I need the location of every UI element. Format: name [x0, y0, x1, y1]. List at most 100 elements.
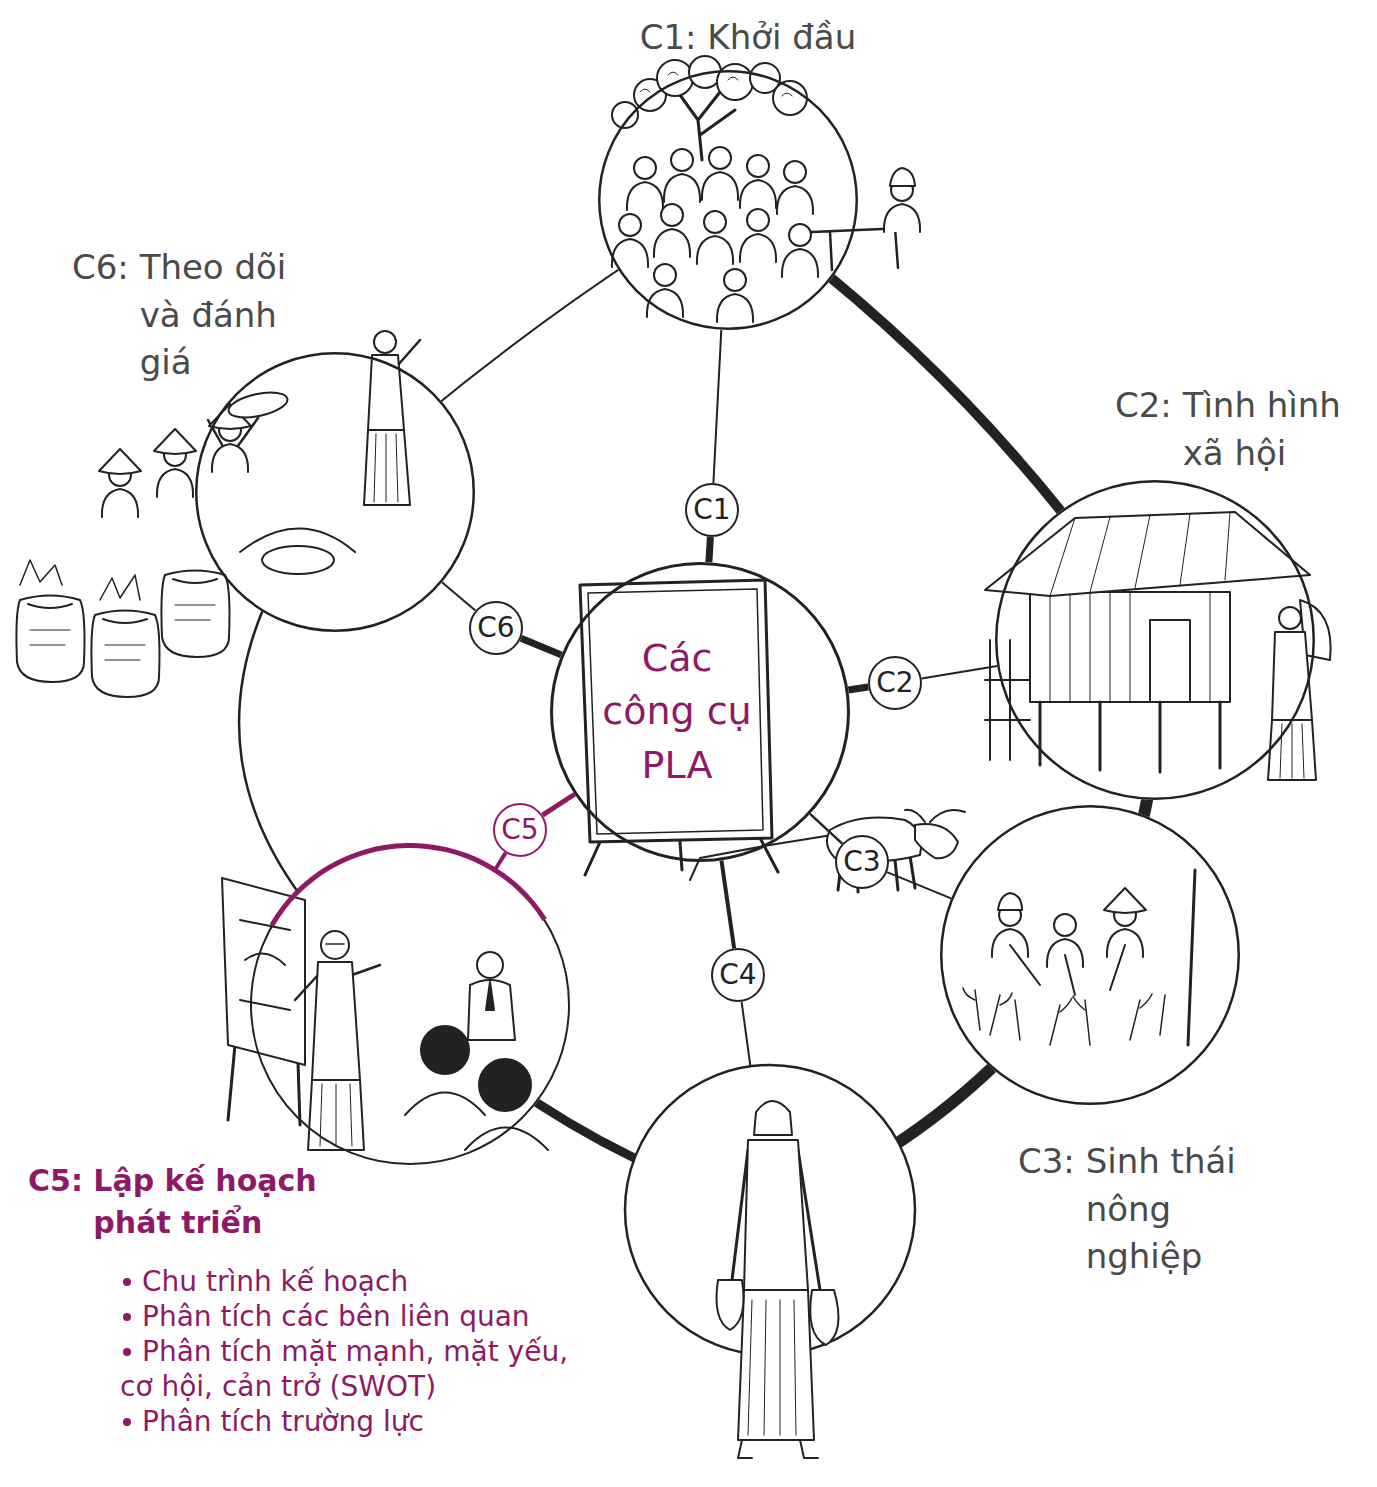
farmers-sketch [1010, 945, 1125, 995]
bullet-item: Phân tích mặt mạnh, mặt yếu, cơ hội, cản… [120, 1334, 600, 1404]
chapter-circle-outline [599, 71, 857, 329]
harvest-sketch [91, 611, 159, 698]
meeting-sketch [740, 209, 776, 262]
village-house-sketch [1150, 620, 1190, 702]
spoke-connector [887, 872, 951, 898]
harvest-sketch [364, 430, 410, 505]
presentation-sketch [421, 1026, 469, 1074]
meeting-sketch [612, 56, 920, 322]
spoke-connector [713, 330, 721, 483]
chapter-circle-outline [995, 480, 1315, 800]
farmers-sketch [998, 893, 1022, 910]
presentation-sketch [222, 878, 548, 1150]
meeting-sketch [717, 269, 753, 322]
chapter-circle-outline [940, 805, 1240, 1105]
chapter-circle-outline [196, 353, 474, 631]
presentation-sketch [479, 1059, 531, 1111]
meeting-sketch [777, 161, 813, 214]
buffalo-sketch [905, 810, 965, 822]
harvest-sketch [374, 331, 396, 353]
market-woman-sketch [738, 1290, 814, 1440]
presentation-sketch [321, 931, 349, 959]
buffalo-sketch [915, 824, 958, 858]
spoke-connector [709, 537, 711, 562]
market-woman-sketch [717, 1101, 839, 1458]
chapter-heading: C6: Theo dõi và đánh giá [72, 244, 312, 387]
presentation-sketch [312, 962, 360, 1080]
spoke-connector [442, 582, 475, 610]
chapter-circle: C1: Khởi đầu [598, 70, 858, 330]
presentation-sketch [222, 878, 305, 1065]
village-house-sketch [1050, 592, 1210, 702]
chapter-circle-outline [941, 806, 1239, 1104]
chapter-heading: C5: Lập kế hoạch phát triển [28, 1160, 358, 1244]
harvest-sketch [154, 429, 196, 454]
chapter-badge-outline [470, 602, 522, 654]
chapter-heading: C2: Tình hình xã hội [1115, 382, 1365, 477]
harvest-sketch [161, 571, 229, 658]
spoke-connector [543, 794, 575, 815]
market-woman-sketch [748, 1300, 796, 1435]
chapter-circle: C2: Tình hình xã hội [995, 480, 1315, 800]
chapter-circle: C5: Lập kế hoạch phát triểnChu trình kế … [250, 845, 570, 1165]
spoke-line [742, 1002, 751, 1067]
village-house-sketch [985, 512, 1310, 596]
chapter-badge: C5 [493, 803, 547, 857]
presentation-sketch [405, 1093, 485, 1116]
harvest-sketch [368, 355, 404, 430]
bullet-dot [123, 1348, 131, 1356]
bullet-item: Phân tích trường lực [120, 1404, 600, 1439]
harvest-sketch [398, 340, 420, 365]
bullet-dot [123, 1418, 131, 1426]
meeting-sketch [717, 64, 753, 100]
presentation-sketch [468, 980, 515, 1040]
meeting-sketch [627, 157, 663, 210]
village-house-sketch [1030, 592, 1230, 702]
village-house-sketch [1050, 513, 1230, 596]
buffalo-sketch [690, 835, 832, 880]
circle-ground [550, 562, 850, 862]
hub-title: Các công cụ PLA [597, 632, 757, 792]
market-woman-sketch [744, 1140, 808, 1290]
chapter-circle: C6: Theo dõi và đánh giá [195, 352, 475, 632]
farmers-sketch [963, 988, 1152, 1012]
harvest-sketch [262, 546, 334, 574]
meeting-sketch [740, 155, 776, 208]
bullet-item: Chu trình kế hoạch [120, 1264, 600, 1299]
chapter-circle-outline [598, 70, 858, 330]
chapter-badge-outline [494, 804, 546, 856]
farmers-sketch [1188, 870, 1195, 1045]
harvest-sketch [374, 434, 398, 502]
chapter-circle-outline [195, 352, 475, 632]
village-house-sketch [1279, 607, 1301, 629]
chapter-badge: C6 [469, 601, 523, 655]
badge-label: C4 [719, 955, 756, 994]
chapter-heading: C3: Sinh thái nông nghiệp [1018, 1138, 1278, 1281]
bullet-item: Phân tích các bên liên quan [120, 1299, 600, 1334]
meeting-sketch [812, 228, 905, 270]
spoke-connector [721, 860, 734, 948]
buffalo-sketch [690, 810, 965, 892]
easel-sketch [580, 580, 772, 842]
presentation-sketch [320, 1084, 352, 1146]
spoke-connector [922, 666, 998, 678]
badge-label: C1 [693, 490, 730, 529]
farmers-sketch [963, 870, 1195, 1045]
harvest-sketch [20, 560, 140, 600]
village-house-sketch [1268, 720, 1316, 780]
hub-circle-outline [552, 564, 849, 861]
meeting-sketch [654, 204, 690, 257]
farmers-sketch [1104, 888, 1146, 913]
market-woman-sketch [810, 1290, 838, 1345]
circle-ground [195, 70, 1315, 1355]
harvest-sketch [226, 388, 289, 422]
connector-layer [442, 330, 997, 948]
meeting-sketch [890, 168, 915, 186]
meeting-sketch [612, 214, 648, 267]
village-house-sketch [1272, 632, 1312, 720]
chapter-circle-outline [996, 481, 1314, 799]
meeting-sketch [664, 149, 700, 202]
spoke-connector [521, 638, 561, 655]
chapter-circle: C3: Sinh thái nông nghiệp [940, 805, 1240, 1105]
